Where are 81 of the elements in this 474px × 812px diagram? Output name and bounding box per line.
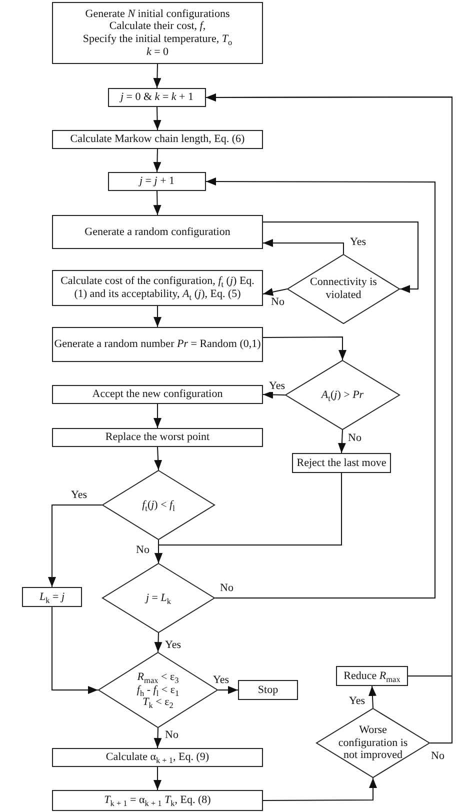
node-text: Connectivity is violated (309, 276, 378, 302)
edge-label: Yes (164, 639, 182, 652)
edge-label: No (219, 582, 234, 594)
arrow (154, 472, 342, 564)
edge-label: No (135, 544, 150, 556)
arrow (368, 686, 376, 708)
arrow (154, 446, 162, 470)
node-text: Generate a random configuration (84, 226, 230, 238)
node-text: j = j + 1 (139, 175, 175, 188)
edge-label: Yes (349, 236, 368, 248)
node-text: Reject the last move (296, 456, 386, 470)
arrow (262, 239, 344, 254)
arrow (262, 778, 377, 801)
node-text: T$_{k + 1}$ = α$_{k + 1}$ T$_{k}$, Eq. (8) (104, 794, 211, 807)
arrow (154, 766, 162, 790)
node-text: j = L$_{k}$ (146, 592, 172, 604)
edge-label: Yes (70, 489, 88, 502)
process-box (52, 748, 263, 767)
node-text: Reduce R$_{max}$ (344, 670, 400, 682)
edge-label: No (430, 750, 446, 762)
arrow (338, 430, 346, 454)
process-box (52, 790, 263, 811)
process-box (52, 215, 263, 249)
process-box (108, 88, 206, 107)
arrow (262, 288, 288, 296)
arrow (153, 64, 162, 88)
arrow (153, 106, 162, 130)
node-text: Accept the new configuration (92, 388, 223, 401)
node-text: Worse configuration is not improved (337, 724, 409, 762)
arrow (218, 686, 238, 694)
arrow (262, 222, 418, 293)
node-text: A$_{t}$(j) > Pr (321, 388, 364, 402)
edge-label: No (270, 296, 286, 308)
decision-diamond (316, 708, 430, 778)
process-box (52, 428, 263, 447)
process-box (292, 453, 391, 473)
process-box (52, 270, 263, 306)
node-text: Specify the initial temperature, T$_{o}$ (82, 33, 232, 46)
arrow (262, 336, 346, 360)
node-text: f$_{h}$ - f$_{l}$ < ε$_{1}$ (136, 684, 180, 696)
node-text: Stop (258, 684, 278, 696)
process-box (336, 666, 408, 686)
node-text: Calculate cost of the configuration, f$_{t}$ (j) Eq. (1) and its acceptability, A$_{t}$ (j), Eq. (5) (60, 275, 256, 301)
edge-label: No (164, 729, 180, 742)
arrow (206, 178, 436, 598)
arrow (154, 306, 162, 328)
arrow (48, 504, 102, 588)
process-box (238, 680, 298, 700)
node-text: f$_{t}$(j) < f$_{l}$ (142, 498, 175, 512)
process-box (52, 2, 263, 64)
arrow (52, 606, 98, 694)
decision-diamond (102, 470, 215, 540)
node-text: T$_{k}$ < ε$_{2}$ (142, 696, 174, 709)
node-text: R$_{max}$ < ε$_{3}$ (137, 671, 179, 684)
arrow (153, 148, 162, 172)
process-box (22, 587, 82, 607)
node-text: Generate a random number Pr = Random (0,1) (54, 338, 261, 351)
node-text: k = 0 (146, 46, 169, 58)
process-box (52, 130, 263, 149)
arrow (154, 404, 162, 428)
process-box (108, 172, 206, 191)
edge-label: No (347, 432, 362, 444)
node-text: j = 0 & k = k + 1 (120, 91, 194, 104)
arrow (154, 728, 162, 748)
node-text: Replace the worst point (105, 431, 210, 444)
decision-diamond (102, 563, 215, 633)
arrow (262, 390, 286, 399)
edge-label: Yes (212, 674, 230, 686)
decision-diamond (285, 360, 400, 430)
process-box (52, 327, 263, 362)
edge-label: Yes (348, 695, 366, 708)
node-text: Calculate their cost, f, (109, 20, 206, 33)
process-box (52, 385, 263, 404)
node-text: L$_{k}$ = j (39, 590, 65, 604)
decision-diamond (287, 254, 400, 324)
arrow (153, 190, 162, 216)
arrow (154, 632, 162, 652)
node-text: Calculate Markow chain length, Eq. (6) (70, 133, 245, 146)
node-text: Calculate α$_{k + 1}$, Eq. (9) (106, 751, 210, 764)
node-text: Generate N initial configurations (85, 8, 230, 20)
edge-label: Yes (268, 380, 286, 392)
